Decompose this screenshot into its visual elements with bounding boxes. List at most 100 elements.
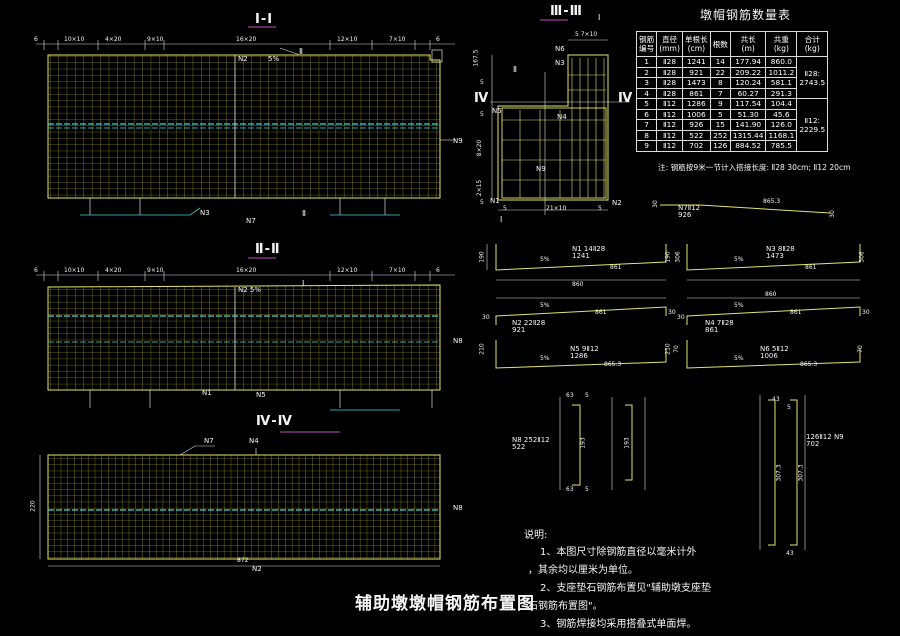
cell: 884.52 [729, 140, 767, 152]
cross-n2: N2 [612, 199, 622, 207]
cell: 252 [709, 129, 731, 141]
cell: 1286 [681, 98, 711, 110]
bar-n4-shape [686, 306, 861, 325]
bar-n7-shape [660, 204, 831, 214]
section-title-2: Ⅱ-Ⅱ [255, 242, 281, 257]
cross-n9: N9 [536, 165, 546, 173]
th-weight: 共重 (kg) [765, 31, 798, 57]
section-title-1: Ⅰ-Ⅰ [255, 12, 274, 27]
cross-n3: N3 [555, 59, 565, 67]
plan-section-4 [39, 431, 441, 567]
bar-n5-slope: 5% [540, 355, 550, 362]
cell: 1168.1 [765, 129, 798, 141]
label-n9: N9 [453, 137, 463, 145]
cell: 8 [709, 77, 731, 89]
dim-7: 7×10 [389, 36, 406, 43]
cell: Ⅱ12 [656, 129, 683, 141]
plan-label-n7: N7 [204, 437, 214, 445]
bar-n3-h: 306 [674, 251, 682, 263]
bar-n3-len: 861 [805, 264, 817, 271]
bar-n8-a: 63 [566, 392, 574, 399]
plan-label-n8: N8 [453, 504, 463, 512]
bar-n6-shape [686, 340, 861, 369]
cell: 5 [709, 108, 731, 120]
cross-v2: 5 [480, 79, 484, 86]
cell: 7 [709, 87, 731, 99]
cell: 2 [635, 66, 658, 78]
bar-n4-h: 30 [677, 314, 685, 321]
dim-8: 6 [436, 36, 440, 43]
cell: 209.22 [729, 66, 767, 78]
dim-6: 12×10 [337, 36, 358, 43]
cross-v5: 2×15 [476, 179, 484, 197]
cell: 120.24 [729, 77, 767, 89]
label-n8: N8 [453, 337, 463, 345]
label-n1: N1 [202, 389, 212, 397]
plan-height: 220 [29, 500, 37, 512]
bar-n3-h2: 306 [858, 251, 866, 263]
bar-n6-label: N6 5Ⅱ12 1006 [760, 345, 789, 360]
rebar-quantity-table: 钢筋 编号 直径 (mm) 单根长 (cm) 根数 共长 (m) 共重 (kg)… [635, 31, 829, 152]
label-n3: N3 [200, 209, 210, 217]
plan-width: 872 [237, 557, 249, 564]
bar-n8-c: 193 [579, 437, 587, 449]
table-title: 墩帽钢筋数量表 [700, 8, 792, 22]
dim2-4: 9×10 [147, 267, 164, 274]
cell: 1006 [681, 108, 711, 120]
th-count: 根数 [709, 31, 731, 57]
dim2-8: 6 [436, 267, 440, 274]
label-slope: 5% [268, 55, 280, 63]
bar-n1-slope: 5% [540, 256, 550, 263]
bar-n4-len: 861 [790, 309, 802, 316]
bar-n9-c: 307.3 [775, 464, 783, 482]
bar-n3-label: N3 8Ⅱ28 1473 [766, 245, 795, 260]
bar-n6-h2: 70 [856, 345, 864, 353]
cell: Ⅱ28 [656, 56, 683, 68]
cross-mark-top: Ⅰ [598, 13, 601, 22]
cell: 9 [635, 140, 658, 152]
cell: 3 [635, 77, 658, 89]
cross-section-3 [490, 19, 630, 215]
dim-2: 10×10 [64, 36, 85, 43]
bar-n8-e: 63 [566, 486, 574, 493]
label-n7: N7 [246, 217, 256, 225]
table-note: 注: 钢筋按9米一节计入搭接长度: Ⅱ28 30cm; Ⅱ12 20cm [658, 163, 851, 172]
section-title-3: Ⅲ-Ⅲ [550, 4, 583, 19]
cross-top-dim: 5 7×10 [575, 31, 598, 38]
bar-n8-f: 5 [585, 486, 589, 493]
bar-n1-h: 190 [478, 251, 486, 263]
cell: 45.6 [765, 108, 798, 120]
bar-n7-v2: 30 [828, 210, 836, 218]
bar-shapes [495, 204, 861, 546]
dim2-2: 10×10 [64, 267, 85, 274]
cell: 702 [681, 140, 711, 152]
cell: 861 [681, 87, 711, 99]
cell: 291.3 [765, 87, 798, 99]
cell: 51.30 [729, 108, 767, 120]
bar-n4-h2: 30 [862, 309, 870, 316]
cell: 921 [681, 66, 711, 78]
bar-n8-b: 5 [585, 392, 589, 399]
cross-n4: N4 [557, 113, 567, 121]
cell: 1 [635, 56, 658, 68]
bar-n3-slope: 5% [734, 256, 744, 263]
dim2-1: 6 [34, 267, 38, 274]
cross-bot-c: 5 [598, 205, 602, 212]
bar-n1-len: 861 [610, 264, 622, 271]
cross-bot-a: 5 [503, 205, 507, 212]
notes-line-2: ，其余均以厘米为单位。 [528, 565, 638, 576]
total-12: Ⅱ12: 2229.5 [796, 98, 829, 152]
bar-n2-h: 30 [482, 314, 490, 321]
bar-n9-label: 126Ⅱ12 N9 702 [806, 433, 844, 448]
cell: 8 [635, 129, 658, 141]
cell: 5 [635, 98, 658, 110]
cross-v1: 167.5 [472, 49, 480, 67]
bar-n4-label: N4 7Ⅱ28 861 [705, 319, 734, 334]
cell: Ⅱ12 [656, 140, 683, 152]
cell: 7 [635, 119, 658, 131]
cross-v4: 8×20 [476, 139, 484, 157]
bar-n2-len: 861 [595, 309, 607, 316]
dim2-3: 4×20 [105, 267, 122, 274]
